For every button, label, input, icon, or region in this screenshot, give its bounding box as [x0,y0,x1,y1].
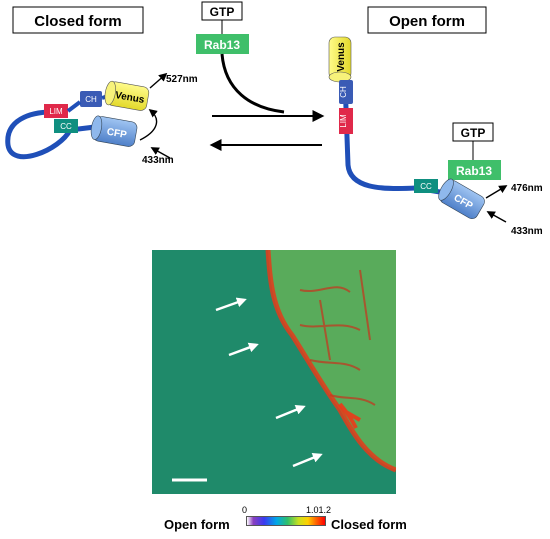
open-form-panel: Open form Venus CH LIM CC GTP Rab13 CFP [328,6,543,237]
svg-text:CH: CH [85,95,97,104]
closed-fret-arrow [139,108,158,141]
open-rab-box [448,160,501,180]
open-emission-arrow [485,185,508,199]
closed-venus-barrel: Venus [104,80,150,111]
closed-linker [5,109,73,160]
open-linker [342,77,443,195]
open-form-title-box [367,6,487,34]
center-binding-curve [220,53,285,114]
open-form-title: Open form [389,13,465,30]
open-lim-domain: LIM [339,108,353,134]
closed-form-title-box [12,6,144,34]
colorbar-max-label: 1.01.2 [306,505,332,515]
arrow-marker-4 [292,453,323,468]
open-cc-domain: CC [414,179,438,193]
closed-excitation-label: 433nm [142,155,174,166]
svg-text:CFP: CFP [106,127,128,141]
open-excitation-arrow [486,211,507,223]
closed-excitation-arrow [150,147,171,159]
svg-text:LIM: LIM [49,107,63,116]
legend-open-form-label: Open form [164,517,230,532]
legend-closed-form-label: Closed form [331,517,407,532]
closed-lim-domain: LIM [44,104,68,118]
closed-emission-arrow [149,72,168,89]
closed-emission-label: 527nm [166,74,198,85]
closed-cfp-barrel: CFP [90,115,138,147]
svg-text:CC: CC [420,182,432,191]
closed-lim-ch-link [66,100,82,113]
ratio-colorbar [246,516,326,526]
arrow-marker-2 [228,342,259,357]
arrow-marker-3 [275,405,306,420]
arrow-marker-1 [215,297,247,312]
open-cfp-barrel: CFP [438,178,485,219]
micrograph-cells [265,250,396,473]
open-rab-label: Rab13 [456,164,492,178]
center-gtp-label: GTP [210,5,235,19]
svg-text:LIM: LIM [339,114,348,128]
center-rab-box [196,34,249,54]
center-exchange: GTP Rab13 [196,1,325,151]
open-ch-domain: CH [339,80,353,104]
open-venus-barrel: Venus [328,36,352,83]
closed-form-title: Closed form [34,13,122,30]
open-gtp-label: GTP [461,126,486,140]
closed-ch-domain: CH [80,91,102,107]
fret-micrograph [152,250,396,494]
open-excitation-label: 433nm [511,226,543,237]
colorbar-min-label: 0 [242,505,248,515]
svg-text:CH: CH [339,86,348,98]
open-emission-label: 476nm [511,183,543,194]
closed-cc-domain: CC [54,119,78,133]
svg-text:Venus: Venus [114,90,145,106]
svg-text:CC: CC [60,122,72,131]
svg-text:Venus: Venus [336,42,347,72]
closed-form-panel: Closed form LIM CH CC Venus CFP [5,6,198,166]
center-rab-label: Rab13 [204,38,240,52]
